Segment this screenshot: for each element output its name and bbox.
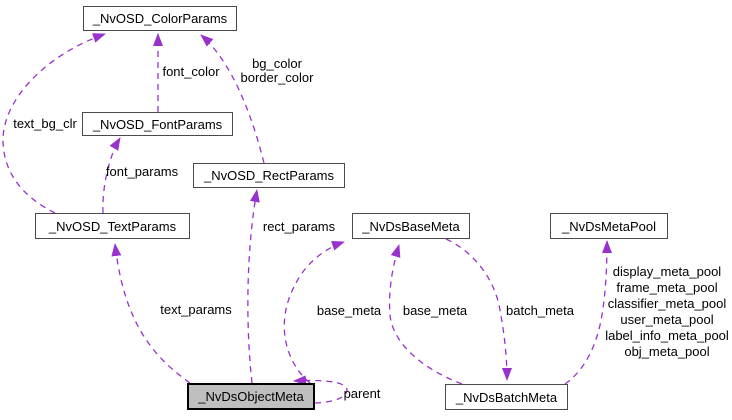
edge-label-base-meta-object: base_meta — [316, 303, 382, 318]
edge-bg-border-color — [200, 34, 265, 164]
edge-label-meta-pools: display_meta_pool frame_meta_pool classi… — [605, 264, 729, 359]
node-nvds-metapool[interactable]: _NvDsMetaPool — [550, 213, 668, 239]
node-nvosd-colorparams[interactable]: _NvOSD_ColorParams — [83, 6, 237, 31]
edge-base-meta-batch — [388, 244, 463, 385]
edge-text-params — [111, 243, 191, 384]
edge-label-text-bg-clr: text_bg_clr — [13, 116, 77, 131]
edge-label-text-params: text_params — [160, 302, 232, 317]
edge-text-bg-clr — [2, 33, 106, 214]
edge-label-rect-params: rect_params — [262, 219, 336, 234]
edge-meta-pools — [564, 240, 612, 385]
node-nvosd-rectparams[interactable]: _NvOSD_RectParams — [193, 163, 345, 188]
node-nvds-objectmeta[interactable]: _NvDsObjectMeta — [187, 383, 315, 410]
node-nvosd-textparams[interactable]: _NvOSD_TextParams — [35, 213, 190, 239]
edge-label-bg-border-color: bg_color border_color — [240, 56, 314, 85]
edge-font-params — [102, 137, 121, 214]
edge-label-base-meta-batch: base_meta — [402, 303, 468, 318]
edge-batch-meta — [445, 238, 512, 381]
node-nvosd-fontparams[interactable]: _NvOSD_FontParams — [82, 112, 233, 136]
node-nvds-basemeta[interactable]: _NvDsBaseMeta — [352, 213, 470, 239]
edge-label-font-params: font_params — [105, 164, 179, 179]
edge-rect-params — [247, 189, 260, 384]
edge-label-font-color: font_color — [162, 64, 220, 79]
edge-label-parent: parent — [343, 386, 381, 401]
node-nvds-batchmeta[interactable]: _NvDsBatchMeta — [445, 384, 568, 410]
edge-label-batch-meta: batch_meta — [506, 303, 574, 318]
edge-parent-self-loop — [293, 375, 348, 404]
